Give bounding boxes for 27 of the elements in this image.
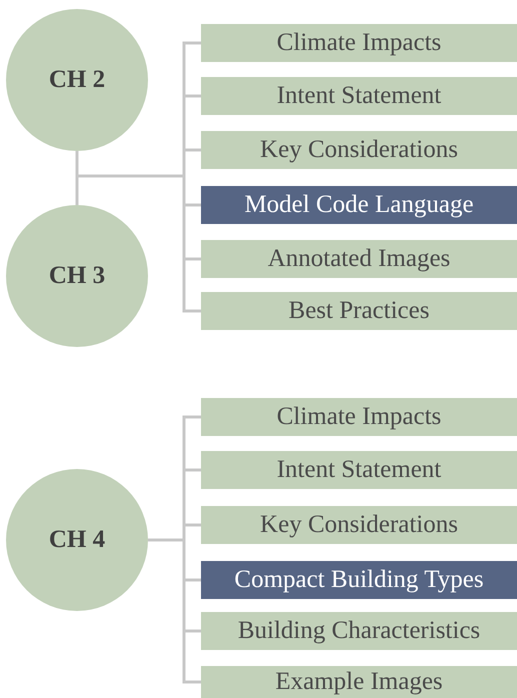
topic-box	[201, 612, 517, 650]
topic-box	[201, 561, 517, 599]
chapter-label: CH 4	[48, 526, 106, 554]
topic-box	[201, 24, 517, 62]
topic-label: Example Images	[275, 668, 443, 696]
topic-label: Climate Impacts	[276, 29, 442, 57]
topic-label: Key Considerations	[260, 511, 458, 539]
topic-label: Intent Statement	[276, 82, 442, 110]
topic-box	[201, 240, 517, 278]
topic-label: Building Characteristics	[238, 617, 480, 645]
topic-box	[201, 398, 517, 436]
topic-box	[201, 451, 517, 489]
topic-box	[201, 186, 517, 224]
topic-label: Key Considerations	[260, 136, 458, 164]
topic-box	[201, 666, 517, 698]
topic-label: Model Code Language	[244, 191, 474, 219]
topic-box	[201, 292, 517, 330]
topic-box	[201, 77, 517, 115]
topic-box	[201, 506, 517, 544]
topic-label: Compact Building Types	[234, 566, 484, 594]
topic-label: Intent Statement	[276, 456, 442, 484]
topic-label: Annotated Images	[268, 245, 450, 273]
topic-label: Climate Impacts	[276, 403, 442, 431]
chapter-label: CH 3	[48, 262, 106, 290]
topic-box	[201, 131, 517, 169]
chapter-label: CH 2	[48, 66, 106, 94]
topic-label: Best Practices	[288, 297, 430, 325]
